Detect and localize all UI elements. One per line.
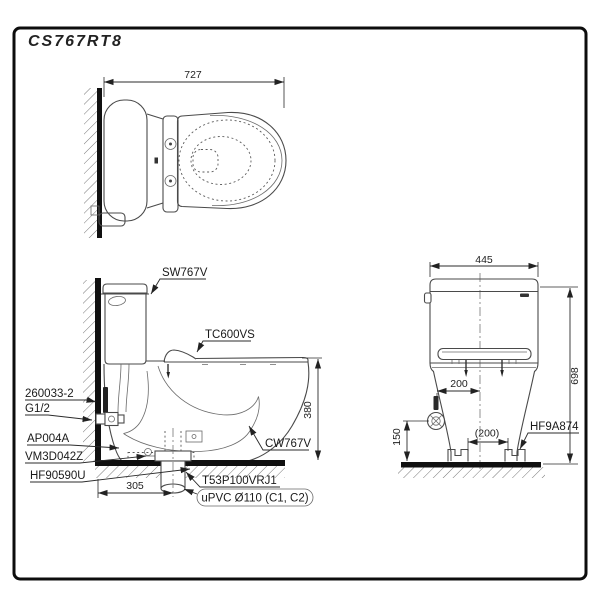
dim-bolt-spacing: (200) [467, 428, 509, 451]
wall-hatch [84, 88, 97, 238]
label-bowl: CW767V [265, 438, 311, 450]
sheet-border [12, 26, 588, 581]
dim-bolt-spacing-value: (200) [475, 428, 500, 440]
label-seal: VM3D042Z [25, 451, 83, 463]
label-cistern: SW767V [162, 267, 208, 279]
label-fixing-kit: HF9A874 [530, 421, 579, 433]
floor-line [401, 462, 541, 468]
label-drain-pipe: uPVC Ø110 (C1, C2) [201, 493, 308, 505]
side-view: 380 305 SW767V TC600VS CW767V 260033-2 G… [25, 267, 322, 507]
dim-width-value: 445 [475, 254, 493, 266]
label-floor-flange: HF90590U [30, 470, 86, 482]
dim-rim-height-value: 380 [302, 401, 314, 419]
rear-view: 445 698 200 (200) 150 HF9A874 [391, 254, 581, 478]
wall-line [97, 88, 102, 238]
label-stop-valve: AP004A [27, 433, 70, 445]
dim-overall-height-value: 698 [569, 367, 581, 385]
wall-line [95, 278, 101, 466]
dim-depth: 727 [103, 69, 285, 108]
dim-outlet-offset-value: 305 [126, 480, 144, 492]
floor-line [95, 460, 285, 466]
dim-width: 445 [429, 254, 539, 277]
dim-overall-height: 698 [540, 286, 581, 465]
dim-supply-height: 150 [391, 420, 429, 461]
dim-supply-height-value: 150 [391, 428, 403, 446]
dim-supply-offset: 200 [436, 378, 480, 402]
label-inlet-thread: G1/2 [25, 403, 50, 415]
dim-depth-value: 727 [184, 69, 202, 81]
dim-outlet-offset: 305 [97, 479, 173, 498]
dim-supply-offset-value: 200 [450, 378, 468, 390]
top-view: 727 [84, 69, 287, 238]
part-labels: SW767V TC600VS CW767V 260033-2 G1/2 AP00… [25, 267, 314, 507]
label-seat-cover: TC600VS [205, 329, 255, 341]
label-supply-pipe: 260033-2 [25, 388, 74, 400]
label-outlet-joint: T53P100VRJ1 [202, 475, 277, 487]
floor-hatch [398, 467, 545, 478]
model-title: CS767RT8 [28, 33, 123, 50]
wall-hatch [83, 280, 95, 462]
dim-rim-height: 380 [302, 357, 322, 460]
